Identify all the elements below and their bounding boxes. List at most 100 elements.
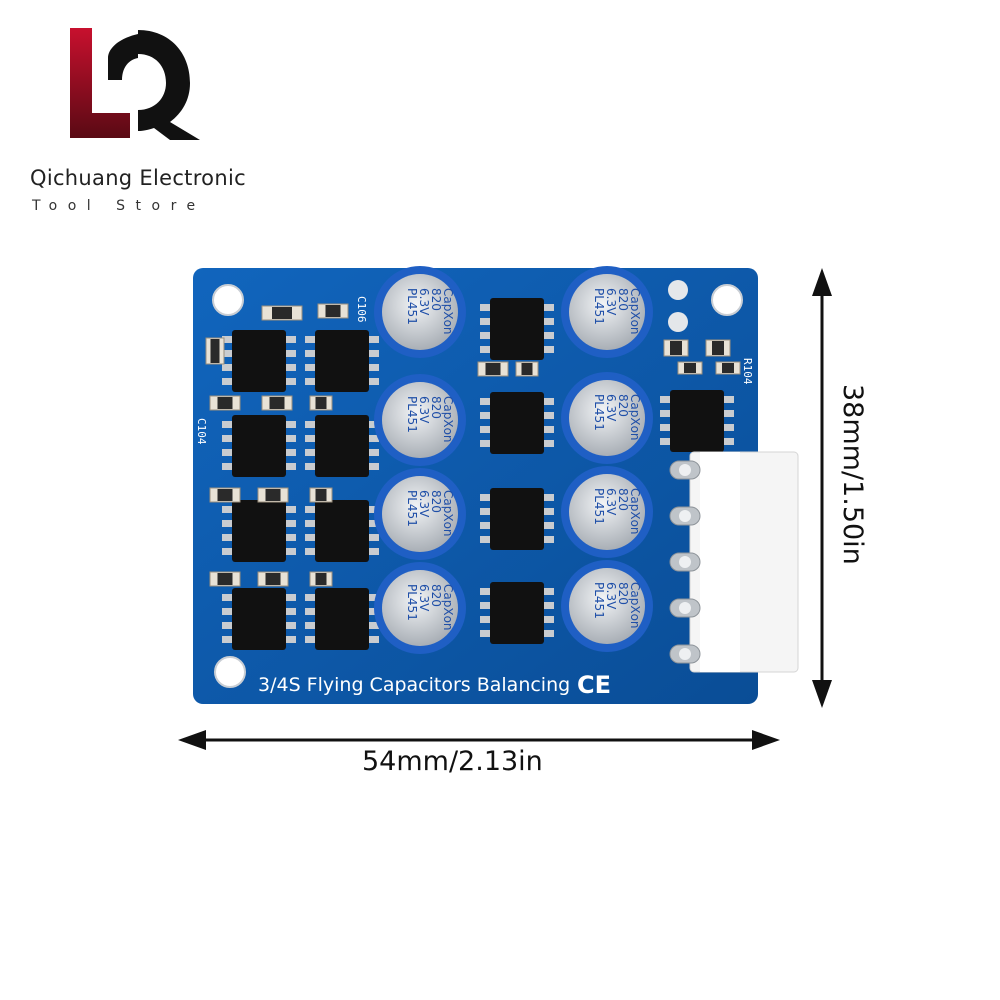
mounting-hole [212, 284, 244, 316]
capacitor-marking: PL451 [592, 488, 606, 525]
capacitor-marking: 820 [616, 488, 630, 511]
smd-part [209, 571, 241, 587]
ic-chip [222, 330, 296, 392]
capacitor-marking: CapXon [628, 582, 642, 629]
smd-part [515, 361, 539, 377]
capacitor-marking: PL451 [405, 584, 419, 621]
mounting-holes [212, 284, 743, 688]
capacitor-marking: 6.3V [604, 394, 618, 422]
smd-part [209, 395, 241, 411]
connector-pin [669, 644, 701, 664]
ic-chip [222, 588, 296, 650]
width-dimension-label: 54mm/2.13in [362, 746, 543, 777]
capacitor-marking: CapXon [441, 288, 455, 335]
capacitor-marking: 6.3V [417, 396, 431, 424]
smd-part [477, 361, 509, 377]
smd-part [663, 339, 689, 357]
capacitor-marking: 820 [429, 584, 443, 607]
capacitor-marking: CapXon [628, 394, 642, 441]
capacitor-marking: CapXon [441, 584, 455, 631]
jst-connector [669, 451, 799, 673]
ic-chips [222, 298, 734, 650]
smd-part [317, 303, 349, 319]
ic-chip [480, 298, 554, 360]
ic-chip [660, 390, 734, 452]
connector-pin [669, 506, 701, 526]
smd-part [261, 395, 293, 411]
logo-l-shape [70, 28, 130, 138]
smd-part [715, 361, 741, 375]
capacitor-marking: PL451 [405, 490, 419, 527]
ic-chip [222, 415, 296, 477]
capacitor-marking: PL451 [592, 288, 606, 325]
smd-components [205, 303, 741, 587]
ic-chip [222, 500, 296, 562]
capacitor-marking: CapXon [441, 396, 455, 443]
capacitor-marking: 820 [429, 396, 443, 419]
ref-label-c104: C104 [195, 418, 208, 445]
mounting-hole [214, 656, 246, 688]
smd-part [309, 571, 333, 587]
capacitor-marking: 820 [429, 288, 443, 311]
height-dimension-label: 38mm/1.50in [837, 384, 868, 565]
capacitor-marking: 6.3V [604, 582, 618, 610]
test-pads [668, 280, 688, 332]
store-logo [70, 28, 200, 140]
smd-part [309, 487, 333, 503]
capacitor-marking: 820 [616, 394, 630, 417]
capacitor-marking: 6.3V [417, 584, 431, 612]
capacitor-marking: 6.3V [417, 490, 431, 518]
capacitor-marking: 820 [429, 490, 443, 513]
capacitor-marking: PL451 [592, 582, 606, 619]
capacitor-marking: 6.3V [417, 288, 431, 316]
capacitor-marking: PL451 [405, 396, 419, 433]
smd-part [261, 305, 303, 321]
ref-label-r104: R104 [741, 358, 754, 385]
smd-part [705, 339, 731, 357]
connector-pin [669, 460, 701, 480]
connector-pin [669, 598, 701, 618]
ce-mark: CE [577, 671, 611, 699]
brand-name: Qichuang Electronic [30, 166, 246, 190]
capacitor-marking: 820 [616, 288, 630, 311]
capacitor-marking: PL451 [405, 288, 419, 325]
smd-part [677, 361, 703, 375]
smd-part [209, 487, 241, 503]
ic-chip [305, 500, 379, 562]
ic-chip [305, 415, 379, 477]
ic-chip [480, 488, 554, 550]
capacitor-marking: 6.3V [604, 488, 618, 516]
width-dimension-line [178, 730, 780, 750]
capacitor-marking: 6.3V [604, 288, 618, 316]
brand-subtitle: Tool Store [32, 198, 206, 214]
mounting-hole [711, 284, 743, 316]
ic-chip [480, 582, 554, 644]
capacitor-marking: 820 [616, 582, 630, 605]
connector-pin [669, 552, 701, 572]
ref-label-c106: C106 [355, 296, 368, 323]
smd-part [309, 395, 333, 411]
smd-part [257, 571, 289, 587]
capacitor-marking: CapXon [628, 288, 642, 335]
capacitor-marking: PL451 [592, 394, 606, 431]
connector-pins [669, 460, 701, 664]
smd-part [205, 337, 225, 365]
height-dimension-line [812, 268, 832, 708]
capacitor-marking: CapXon [441, 490, 455, 537]
smd-part [257, 487, 289, 503]
ic-chip [480, 392, 554, 454]
ic-chip [305, 330, 379, 392]
ic-chip [305, 588, 379, 650]
capacitor-marking: CapXon [628, 488, 642, 535]
logo-q-shape [138, 30, 200, 140]
